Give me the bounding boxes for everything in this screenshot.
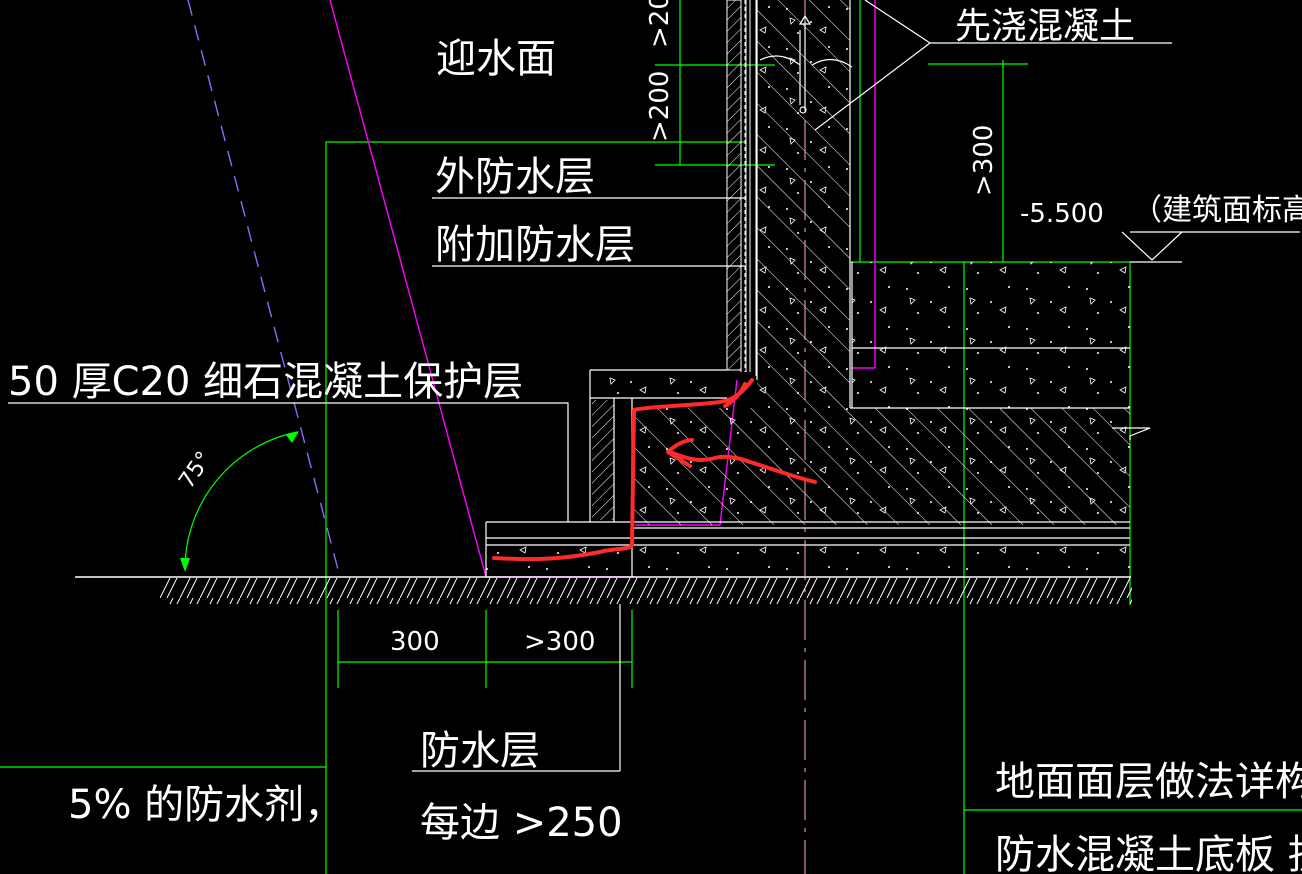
- dimension-300-right: >300: [524, 627, 595, 657]
- pre-cast-concrete-label: 先浇混凝土: [955, 6, 1135, 47]
- outer-waterproof-label: 外防水层: [435, 154, 595, 200]
- each-side-label: 每边 >250: [420, 800, 623, 846]
- table-row-text: 防水混凝土底板 抗渗等: [995, 832, 1302, 874]
- dimension-300-vertical: >300: [969, 125, 999, 196]
- wall-waterproof-layers: [726, 0, 757, 376]
- ground-line: [75, 576, 1132, 604]
- protective-layer-label: 50 厚C20 细石混凝土保护层: [8, 359, 523, 405]
- elevation-value: -5.500: [1020, 199, 1104, 229]
- dimension-300-left: 300: [390, 627, 440, 657]
- bottom-slab-layers: [485, 369, 1131, 577]
- dimension-200: >200: [645, 71, 675, 142]
- elevation-note: （建筑面标高）: [1132, 193, 1302, 228]
- additional-waterproof-label: 附加防水层: [435, 222, 635, 268]
- excavation-slope-dashed-line: [187, 0, 341, 578]
- label-leader-lines: [8, 0, 1300, 772]
- angle-label: 75°: [174, 447, 217, 493]
- floor-slab: [851, 262, 1151, 440]
- angle-arrows: [180, 431, 299, 572]
- table-title: 地面面层做法详构造表: [995, 759, 1302, 805]
- waterproof-agent-label: 5% 的防水剂，: [68, 782, 344, 828]
- upstream-face-label: 迎水面: [436, 36, 556, 82]
- dimension-200-top: >200: [645, 0, 675, 48]
- red-markup-strokes: [492, 378, 817, 562]
- rebar-anchor-symbol: [759, 14, 853, 114]
- concrete-wall: [632, 0, 1130, 525]
- waterproof-layer-label: 防水层: [420, 728, 540, 774]
